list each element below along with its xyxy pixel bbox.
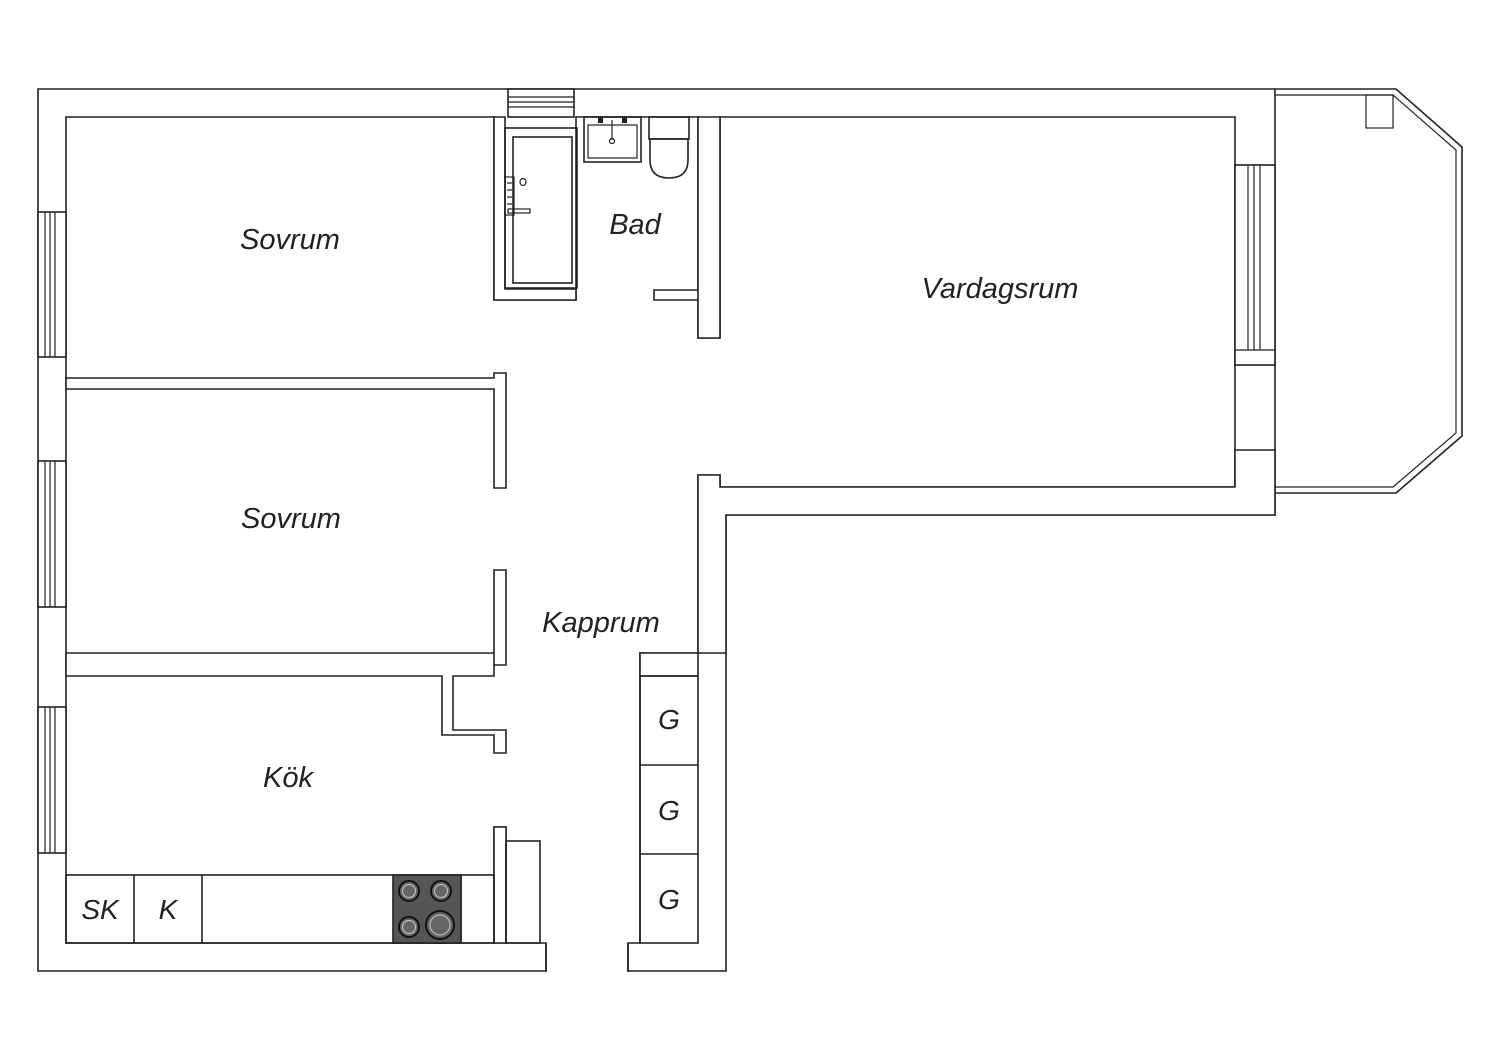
window-bedroom-1: [37, 211, 67, 358]
fixture-label-wardrobe-1: G: [658, 704, 680, 735]
fixture-label-fridge: K: [159, 894, 179, 925]
sink-icon: [583, 116, 642, 163]
entrance-gap: [547, 940, 627, 974]
stove-icon: [392, 874, 462, 944]
wardrobes: [639, 675, 699, 944]
room-label-living-room: Vardagsrum: [922, 273, 1079, 305]
room-label-hallway: Kapprum: [542, 607, 660, 639]
wall-wardrobe: [639, 652, 699, 677]
wall-living-bottom: [697, 449, 1276, 654]
room-label-kitchen: Kök: [263, 762, 314, 794]
hallway-cabinet: [505, 840, 541, 944]
window-bathroom: [507, 88, 575, 118]
toilet-icon: [648, 116, 690, 179]
shower-icon: [504, 127, 578, 289]
window-kitchen: [37, 706, 67, 854]
wall-bathroom-right: [653, 116, 721, 339]
window-living-room: [1234, 164, 1276, 366]
fixture-label-wardrobe-3: G: [658, 884, 680, 915]
fixture-label-wardrobe-2: G: [658, 795, 680, 826]
room-label-bathroom: Bad: [609, 209, 661, 241]
room-label-bedroom-1: Sovrum: [240, 224, 340, 256]
wall-bathroom-left: [493, 116, 577, 301]
room-label-bedroom-2: Sovrum: [241, 503, 341, 535]
window-bedroom-2: [37, 460, 67, 608]
wall-kitchen-right-stub: [493, 826, 507, 944]
fixture-label-freezer: SK: [81, 894, 120, 925]
balcony: [1275, 88, 1463, 494]
wall-bedroom1-bedroom2: [65, 372, 507, 489]
wall-bedroom2-kitchen: [65, 569, 507, 754]
